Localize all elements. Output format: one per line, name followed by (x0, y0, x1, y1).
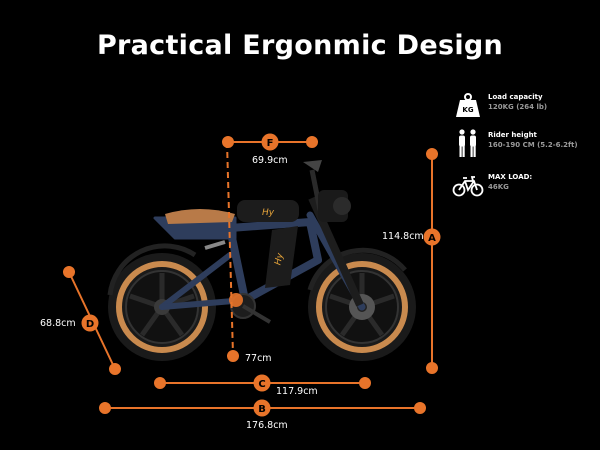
dimension-b-value: 176.8cm (246, 420, 288, 431)
spec-value: 160-190 CM (5.2-6.2ft) (488, 141, 578, 149)
spec-label: MAX LOAD: (488, 173, 533, 181)
spec-value: 120KG (264 lb) (488, 103, 548, 111)
svg-text:Hy: Hy (262, 208, 275, 218)
frame-battery (265, 226, 298, 288)
rear-tire-wall (116, 261, 208, 353)
dimension-b-letter: B (258, 404, 266, 415)
dimension-a-letter: A (428, 233, 436, 244)
spec-label: Rider height (488, 131, 537, 139)
dimension-d-value: 68.8cm (40, 318, 76, 329)
front-tire-wall (316, 261, 408, 353)
spec-value: 46KG (488, 183, 509, 191)
svg-text:KG: KG (462, 106, 473, 114)
bicycle-icon (452, 176, 484, 197)
dimension-c-badge: C (253, 374, 271, 392)
dimension-f-letter: F (267, 138, 274, 149)
dimension-f-value: 69.9cm (252, 155, 288, 166)
dimension-a-value: 114.8cm (382, 231, 424, 242)
dimension-f-badge: F (261, 133, 279, 151)
weight-kg-icon: KG (456, 93, 480, 117)
rider-height-icon (459, 129, 476, 157)
dimension-c-letter: C (258, 379, 265, 390)
dimension-d-letter: D (86, 319, 94, 330)
dimension-d-badge: D (81, 314, 99, 332)
top-battery (237, 200, 299, 222)
dimension-a-badge: A (423, 228, 441, 246)
page-title: Practical Ergonmic Design (96, 30, 504, 61)
spec-label: Load capacity (488, 93, 543, 101)
svg-text:Hy: Hy (273, 252, 285, 267)
dimension-c-value: 117.9cm (276, 386, 318, 397)
seat (165, 209, 235, 224)
dimension-b-badge: B (253, 399, 271, 417)
dimension-e-value: 77cm (245, 353, 272, 364)
e-bike-illustration: Hy Hy (107, 160, 416, 361)
